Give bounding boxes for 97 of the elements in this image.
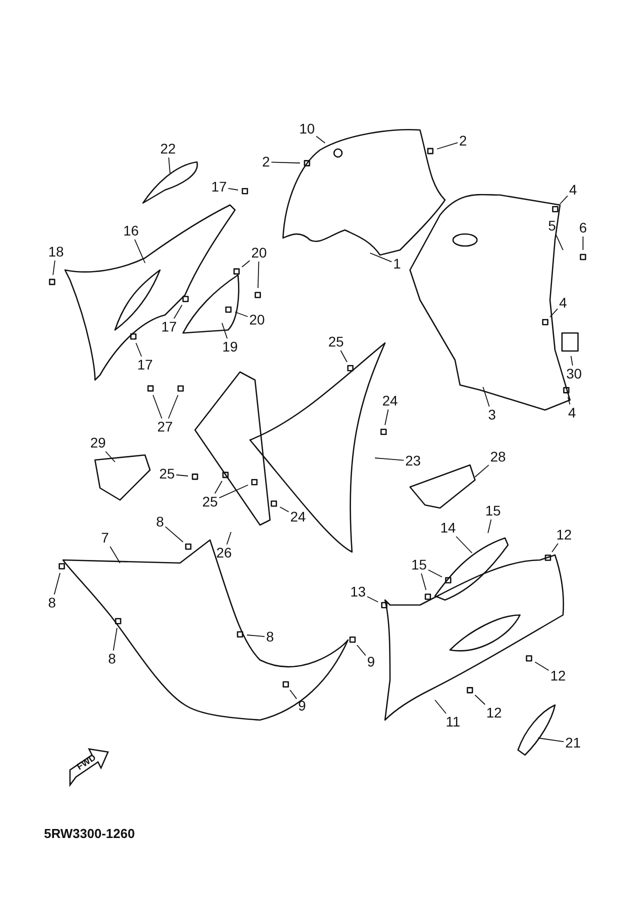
leader-line [246,634,266,637]
leader-line [290,690,298,700]
callout-number: 17 [161,320,177,334]
leader-line [356,644,366,656]
leader-line [226,532,232,545]
leader-line [134,239,146,264]
callout-number: 9 [298,698,306,714]
callout-number: 8 [48,596,56,610]
callout-number: 12 [556,528,572,542]
leader-line [136,342,142,357]
callout-number: 17 [211,180,227,194]
leader-line [168,157,170,174]
leader-line [218,484,248,498]
callout-number: 3 [488,408,496,422]
callout-number: 10 [299,122,315,136]
callout-number: 18 [48,244,64,260]
leader-line [164,526,184,542]
leader-line [366,596,378,602]
callout-number: 24 [382,394,398,408]
leader-line [228,188,238,190]
leader-line [560,195,568,204]
leader-line [570,356,574,366]
leader-line [456,536,472,554]
callout-number: 8 [108,652,116,666]
leader-line [110,546,120,564]
callout-number: 20 [251,246,267,260]
callout-number: 2 [459,134,467,148]
leader-line [420,573,426,590]
leader-line [105,451,116,462]
callout-number: 25 [202,494,218,510]
leader-line [538,738,564,742]
leader-line [280,506,290,512]
leader-line [384,409,389,426]
leader-line [168,394,178,419]
leader-line [52,260,56,276]
callout-number: 20 [249,312,265,328]
leader-line [568,396,570,405]
callout-number: 12 [486,706,502,720]
leader-line [374,458,404,461]
callout-number: 8 [156,514,164,530]
callout-number: 25 [328,334,344,350]
leader-line [340,350,348,362]
callout-number: 7 [101,530,109,546]
leader-line [242,260,250,268]
callout-number: 19 [222,340,238,354]
leader-line [152,394,162,419]
callout-number: 30 [566,366,582,382]
callout-number: 12 [550,668,566,684]
leader-line [550,308,558,318]
callout-number: 21 [565,736,581,750]
leader-line [258,261,260,288]
leader-line [222,322,228,339]
callout-number: 4 [569,182,577,198]
callout-number: 22 [160,142,176,156]
callout-number: 23 [405,454,421,468]
leader-line [436,142,458,150]
callout-number: 9 [367,654,375,670]
leader-line [428,569,442,578]
callout-number: 6 [579,220,587,236]
leader-line [174,304,182,319]
leader-line [474,464,490,478]
leader-line [234,312,248,318]
callout-number: 16 [123,224,139,238]
callout-number: 11 [446,714,460,730]
leader-line [54,572,60,595]
callout-number: 4 [568,406,576,420]
leader-line [176,474,188,476]
callout-number: 4 [559,296,567,310]
drawing-code: 5RW3300-1260 [44,826,135,841]
callout-number: 29 [90,436,106,450]
callout-number: 15 [485,504,501,518]
callout-number: 28 [490,450,506,464]
leader-line [370,252,392,262]
callout-number: 13 [350,584,366,600]
callout-number: 2 [262,154,270,170]
callout-number: 26 [216,546,232,560]
leader-line [434,700,446,714]
callout-number: 1 [393,256,401,272]
callout-number: 24 [290,510,306,524]
callout-number: 5 [548,218,556,234]
leader-line [534,662,550,671]
callout-number: 14 [440,520,456,536]
callout-number: 27 [157,420,173,434]
leader-line [555,234,564,250]
callout-number: 15 [411,558,427,572]
leader-line [214,480,222,494]
leader-line [112,628,118,651]
leader-line [270,162,300,164]
leader-line [488,519,492,534]
callout-number: 17 [137,358,153,372]
callout-number: 8 [266,630,274,644]
callout-number: 25 [159,466,175,482]
leader-line [474,694,486,705]
leader-line [582,236,584,250]
leader-line [552,543,558,552]
leader-line [316,136,326,144]
leader-line [482,386,490,407]
